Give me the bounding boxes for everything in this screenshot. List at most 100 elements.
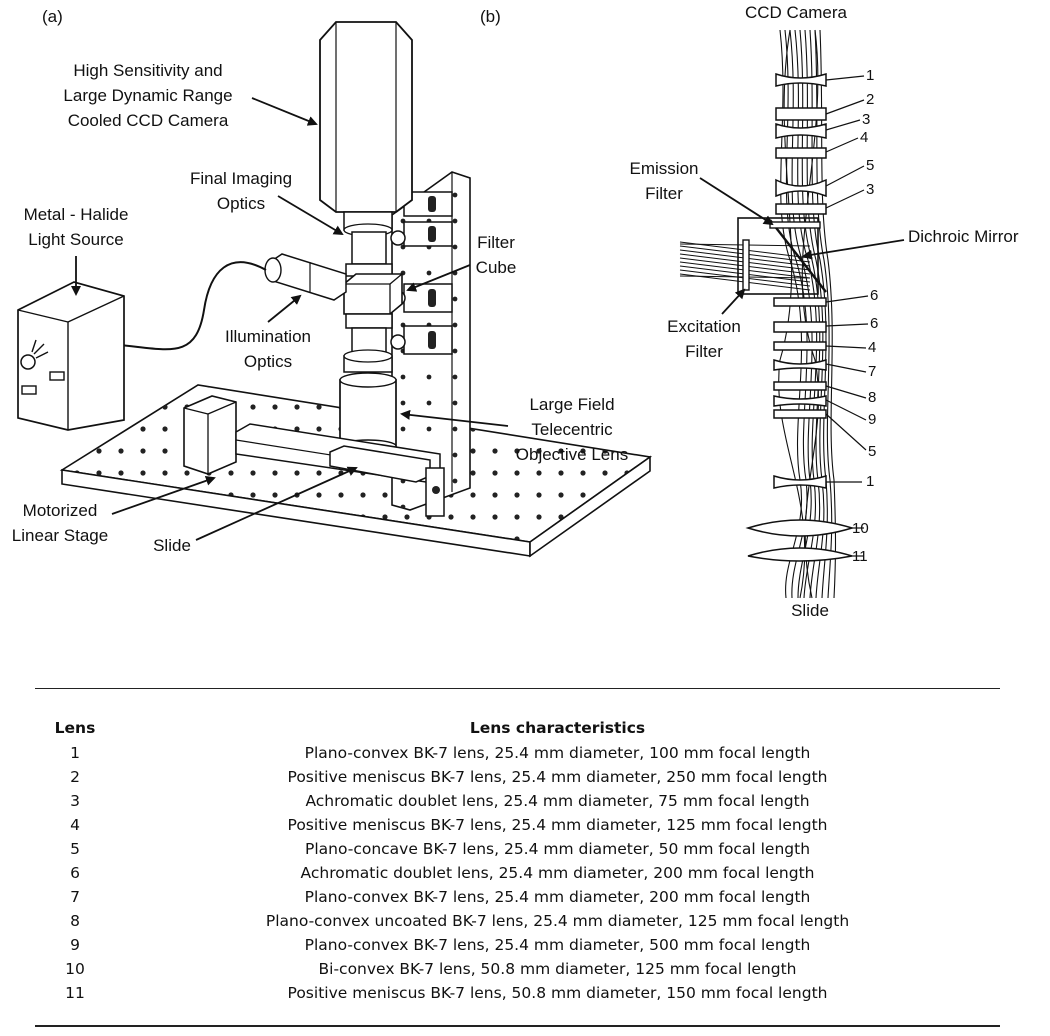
svg-text:Large Field: Large Field	[529, 395, 614, 414]
lens-callouts: 1 2 3 4 5 3 6 6 4 7 8 9 5 1	[825, 67, 878, 565]
label-filter-cube: Filter Cube	[406, 233, 517, 292]
table-bottom-rule	[35, 1025, 1000, 1027]
lens-description-cell: Positive meniscus BK-7 lens, 25.4 mm dia…	[287, 768, 828, 786]
svg-text:Dichroic Mirror: Dichroic Mirror	[908, 227, 1019, 246]
filter-cube	[343, 273, 403, 315]
svg-text:6: 6	[870, 287, 878, 304]
header-lens: Lens	[54, 719, 96, 737]
svg-text:Optics: Optics	[217, 194, 265, 213]
lens-description-cell: Plano-convex BK-7 lens, 25.4 mm diameter…	[304, 744, 811, 762]
header-characteristics: Lens characteristics	[469, 719, 646, 737]
lower-optics	[343, 313, 393, 373]
lens-number-cell: 3	[70, 792, 80, 810]
svg-text:Motorized: Motorized	[23, 501, 98, 520]
table-header: Lens Lens characteristics	[35, 719, 1000, 741]
svg-text:Objective Lens: Objective Lens	[516, 445, 628, 464]
svg-text:Cube: Cube	[476, 258, 517, 277]
table-row: 5 Plano-concave BK-7 lens, 25.4 mm diamet…	[35, 837, 1000, 861]
lens-elements	[745, 72, 855, 562]
svg-text:4: 4	[860, 129, 868, 146]
svg-text:1: 1	[866, 67, 874, 84]
svg-text:Illumination: Illumination	[225, 327, 311, 346]
svg-text:4: 4	[868, 339, 876, 356]
svg-text:11: 11	[852, 548, 868, 565]
svg-text:Emission: Emission	[630, 159, 699, 178]
svg-text:Large Dynamic Range: Large Dynamic Range	[63, 86, 232, 105]
optical-setup-figure: (a)	[12, 3, 1019, 620]
label-excitation: Excitation Filter	[667, 288, 746, 361]
svg-text:2: 2	[866, 91, 874, 108]
lens-description-cell: Positive meniscus BK-7 lens, 25.4 mm dia…	[287, 816, 828, 834]
table-row: 10 Bi-convex BK-7 lens, 50.8 mm diameter,…	[35, 957, 1000, 981]
svg-text:Linear Stage: Linear Stage	[12, 526, 108, 545]
svg-text:3: 3	[862, 111, 870, 128]
svg-text:Light Source: Light Source	[28, 230, 123, 249]
table-row: 3 Achromatic doublet lens, 25.4 mm diamet…	[35, 789, 1000, 813]
label-camera: High Sensitivity and Large Dynamic Range…	[63, 61, 318, 130]
svg-text:Final Imaging: Final Imaging	[190, 169, 292, 188]
label-illumination: Illumination Optics	[225, 294, 311, 371]
svg-text:Filter: Filter	[685, 342, 723, 361]
lens-description-cell: Plano-convex BK-7 lens, 25.4 mm diameter…	[304, 936, 811, 954]
table-row: 11 Positive meniscus BK-7 lens, 50.8 mm d…	[35, 981, 1000, 1005]
table-row: 9 Plano-convex BK-7 lens, 25.4 mm diamete…	[35, 933, 1000, 957]
lens-number-cell: 9	[70, 936, 80, 954]
lens-number-cell: 1	[70, 744, 80, 762]
lens-number-cell: 11	[65, 984, 85, 1002]
light-source-box	[17, 281, 125, 431]
lens-number-cell: 4	[70, 816, 80, 834]
table-row: 1 Plano-convex BK-7 lens, 25.4 mm diamete…	[35, 741, 1000, 765]
label-slide-a: Slide	[153, 466, 358, 555]
svg-text:Metal - Halide: Metal - Halide	[24, 205, 129, 224]
panel-b-label: (b)	[480, 7, 501, 26]
lens-description-cell: Bi-convex BK-7 lens, 50.8 mm diameter, 1…	[318, 960, 797, 978]
illumination-tube	[264, 253, 347, 301]
svg-text:5: 5	[866, 157, 874, 174]
panel-a-label: (a)	[42, 7, 63, 26]
svg-text:Cooled CCD Camera: Cooled CCD Camera	[68, 111, 229, 130]
svg-text:Filter: Filter	[645, 184, 683, 203]
label-light-source: Metal - Halide Light Source	[24, 205, 129, 296]
lens-description-cell: Achromatic doublet lens, 25.4 mm diamete…	[305, 792, 810, 810]
svg-text:Slide: Slide	[153, 536, 191, 555]
lens-number-cell: 2	[70, 768, 80, 786]
table-row: 4 Positive meniscus BK-7 lens, 25.4 mm di…	[35, 813, 1000, 837]
label-stage: Motorized Linear Stage	[12, 475, 216, 545]
svg-text:7: 7	[868, 363, 876, 380]
svg-text:Excitation: Excitation	[667, 317, 741, 336]
table-row: 7 Plano-convex BK-7 lens, 25.4 mm diamete…	[35, 885, 1000, 909]
lens-number-cell: 10	[65, 960, 85, 978]
lens-number-cell: 8	[70, 912, 80, 930]
label-emission: Emission Filter	[630, 159, 774, 226]
fiber-cable	[119, 261, 267, 351]
table-top-rule	[35, 688, 1000, 689]
lens-description-cell: Achromatic doublet lens, 25.4 mm diamete…	[300, 864, 815, 882]
ccd-camera-label: CCD Camera	[745, 3, 848, 22]
label-final-imaging: Final Imaging Optics	[190, 169, 344, 236]
lens-number-cell: 6	[70, 864, 80, 882]
ccd-camera	[319, 21, 413, 213]
svg-text:High Sensitivity and: High Sensitivity and	[73, 61, 222, 80]
lens-description-cell: Positive meniscus BK-7 lens, 50.8 mm dia…	[287, 984, 828, 1002]
linear-stage	[183, 395, 445, 517]
svg-text:5: 5	[868, 443, 876, 460]
svg-text:9: 9	[868, 411, 876, 428]
slide-label-b: Slide	[791, 601, 829, 620]
panel-b: (b) CCD Camera Slide	[480, 3, 1019, 620]
svg-text:3: 3	[866, 181, 874, 198]
svg-text:Optics: Optics	[244, 352, 292, 371]
svg-text:8: 8	[868, 389, 876, 406]
lens-number-cell: 7	[70, 888, 80, 906]
svg-text:6: 6	[870, 315, 878, 332]
lens-number-cell: 5	[70, 840, 80, 858]
svg-text:10: 10	[852, 520, 869, 537]
table-row: 6 Achromatic doublet lens, 25.4 mm diamet…	[35, 861, 1000, 885]
optics-column	[343, 211, 393, 277]
label-dichroic: Dichroic Mirror	[802, 227, 1019, 260]
table-row: 2 Positive meniscus BK-7 lens, 25.4 mm di…	[35, 765, 1000, 789]
lens-description-cell: Plano-convex BK-7 lens, 25.4 mm diameter…	[304, 888, 811, 906]
lens-description-cell: Plano-concave BK-7 lens, 25.4 mm diamete…	[304, 840, 811, 858]
